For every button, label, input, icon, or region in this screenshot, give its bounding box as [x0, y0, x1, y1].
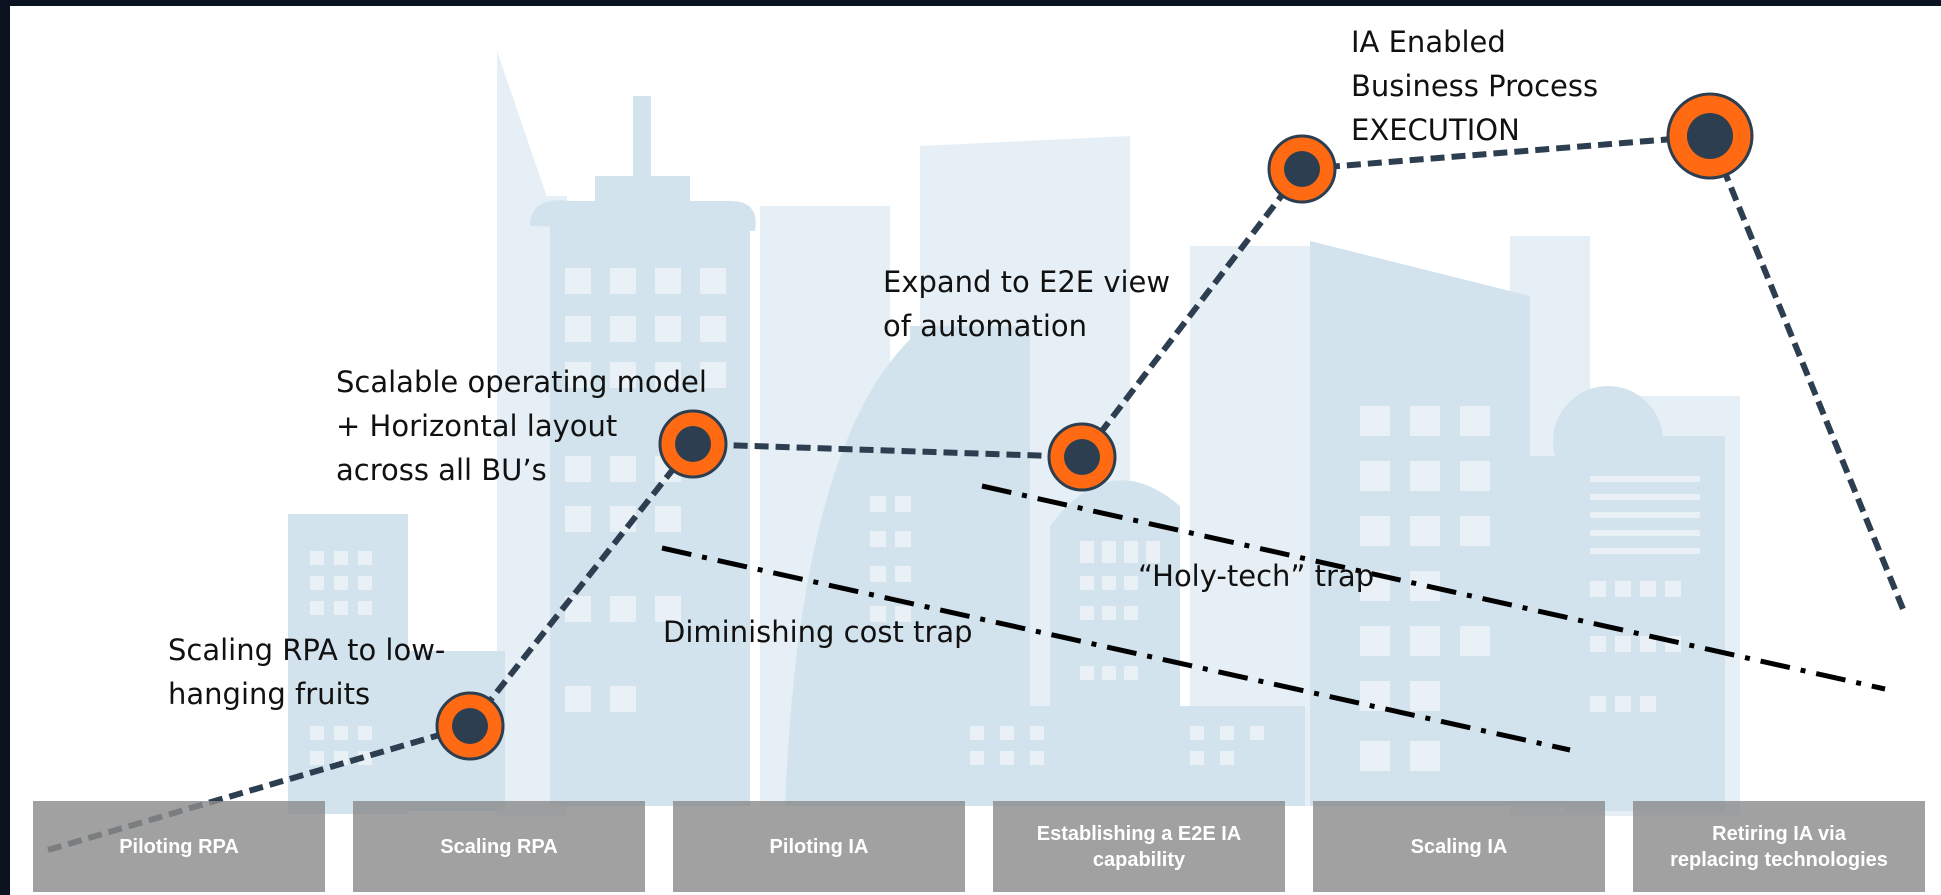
stage-piloting-ia[interactable]: Piloting IA [673, 801, 965, 892]
label-diminishing-cost-trap: Diminishing cost trap [663, 615, 973, 649]
label-scalable-operating-model: Scalable operating model + Horizontal la… [336, 365, 707, 487]
milestone-marker-2 [658, 409, 728, 479]
stage-scaling-rpa[interactable]: Scaling RPA [353, 801, 645, 892]
milestone-marker-3 [1047, 422, 1117, 492]
holy-tech-trap-line [981, 483, 1886, 692]
stage-piloting-rpa[interactable]: Piloting RPA [33, 801, 325, 892]
label-holy-tech-trap: “Holy-tech” trap [1138, 559, 1375, 593]
stage-scaling-ia[interactable]: Scaling IA [1313, 801, 1605, 892]
milestone-marker-4 [1267, 134, 1337, 204]
maturity-path-line [47, 132, 1906, 853]
milestone-marker-5 [1666, 92, 1754, 180]
journey-diagram [47, 92, 1906, 853]
stage-retiring-ia[interactable]: Retiring IA via replacing technologies [1633, 801, 1925, 892]
milestone-marker-1 [435, 691, 505, 761]
slide-canvas: Scaling RPA to low- hanging fruits Scala… [10, 6, 1941, 895]
stage-establishing-e2e-ia[interactable]: Establishing a E2E IA capability [993, 801, 1285, 892]
label-scaling-rpa: Scaling RPA to low- hanging fruits [168, 633, 446, 711]
label-expand-e2e: Expand to E2E view of automation [883, 265, 1171, 343]
diminishing-cost-trap-line [661, 545, 1571, 753]
label-ia-enabled-execution: IA Enabled Business Process EXECUTION [1351, 25, 1599, 147]
